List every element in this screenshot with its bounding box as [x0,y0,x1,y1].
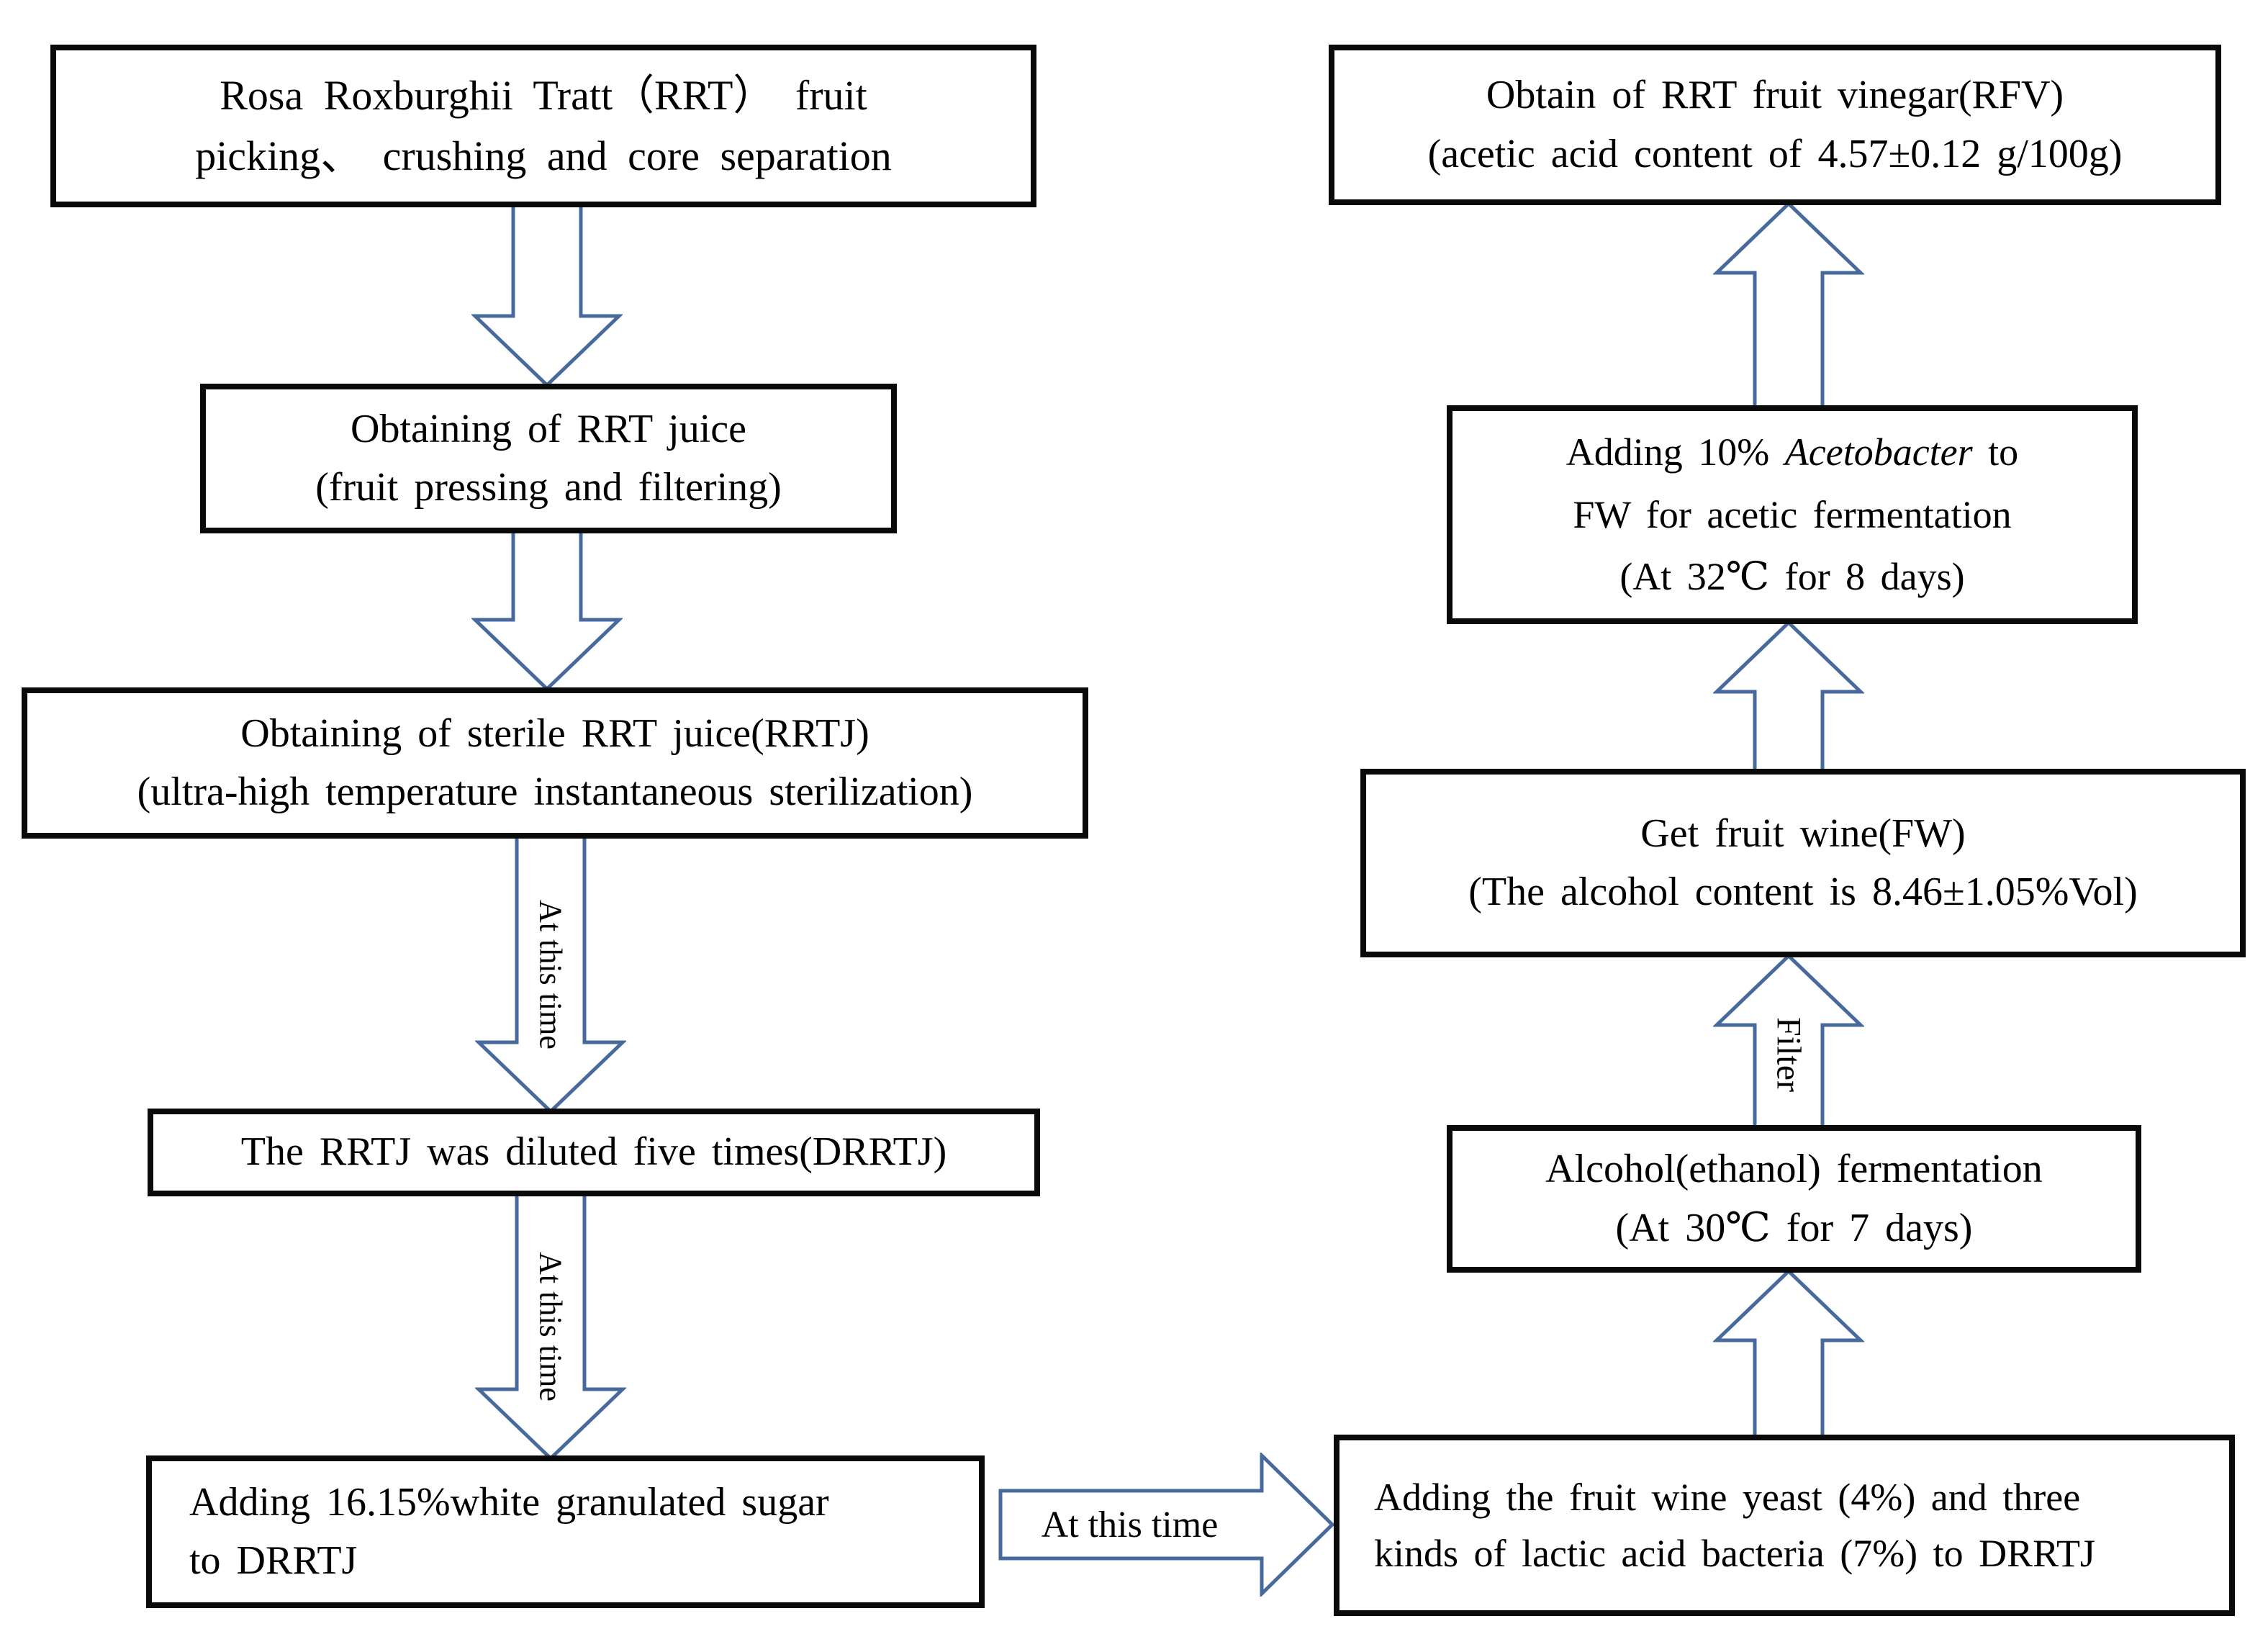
box-line: Rosa Roxburghii Tratt（RRT） fruit [220,71,867,119]
box-line: Obtain of RRT fruit vinegar(RFV) [1486,73,2064,118]
flow-arrow-down-at-this-time-icon: At this time [475,1192,626,1461]
box-line: Obtaining of sterile RRT juice(RRTJ) [240,710,869,756]
box-line: The RRTJ was diluted five times(DRRTJ) [240,1129,947,1175]
box-rrt-fruit-picking: Rosa Roxburghii Tratt（RRT） fruit picking… [50,45,1036,207]
flow-arrow-up-filter-icon: Filter [1713,953,1864,1129]
box-line: (ultra-high temperature instantaneous st… [137,769,973,814]
box-acetic-fermentation: Adding 10% Acetobacter to FW for acetic … [1447,405,2138,624]
box-line: Adding 10% Acetobacter to [1566,421,2018,483]
box-adding-sugar: Adding 16.15%white granulated sugar to D… [146,1455,985,1608]
box-line-text: to [1972,430,2019,474]
arrow-label-at-this-time: At this time [1041,1504,1219,1545]
box-fruit-wine: Get fruit wine(FW) (The alcohol content … [1360,769,2246,957]
box-line: (The alcohol content is 8.46±1.05%Vol) [1468,870,2138,914]
box-diluted-rrtj: The RRTJ was diluted five times(DRRTJ) [148,1109,1040,1196]
box-line: (fruit pressing and filtering) [315,465,782,510]
flow-arrow-up-icon [1713,620,1864,773]
arrow-label-filter: Filter [1769,1016,1808,1092]
box-line: Obtaining of RRT juice [351,406,746,451]
box-line: FW for acetic fermentation [1573,492,2012,536]
arrow-label-at-this-time: At this time [533,1252,569,1401]
box-line: to DRRTJ [189,1538,358,1583]
box-alcohol-fermentation: Alcohol(ethanol) fermentation (At 30℃ fo… [1447,1125,2141,1273]
box-line: picking、 crushing and core separation [195,132,892,179]
flow-arrow-down-icon [471,529,623,692]
box-line: Adding the fruit wine yeast (4%) and thr… [1374,1475,2081,1519]
flow-arrow-right-at-this-time-icon: At this time [998,1453,1337,1597]
box-sterile-rrt-juice: Obtaining of sterile RRT juice(RRTJ) (ul… [22,687,1088,839]
flow-arrow-down-icon [471,203,623,388]
box-line: (At 32℃ for 8 days) [1619,555,1965,599]
acetobacter-italic-text: Acetobacter [1784,430,1973,474]
arrow-label-at-this-time: At this time [533,899,569,1050]
box-line: Adding 16.15%white granulated sugar [189,1479,829,1525]
box-line-text: Adding 10% [1566,430,1785,474]
box-line: Get fruit wine(FW) [1640,811,1966,856]
box-line: (At 30℃ for 7 days) [1615,1205,1973,1250]
flow-arrow-up-icon [1713,201,1864,410]
box-line: (acetic acid content of 4.57±0.12 g/100g… [1427,131,2123,176]
box-rrt-fruit-vinegar: Obtain of RRT fruit vinegar(RFV) (acetic… [1329,45,2221,205]
box-rrt-juice: Obtaining of RRT juice (fruit pressing a… [200,384,897,533]
box-line: kinds of lactic acid bacteria (7%) to DR… [1374,1532,2095,1575]
flow-arrow-up-icon [1713,1268,1864,1439]
box-adding-yeast-bacteria: Adding the fruit wine yeast (4%) and thr… [1334,1435,2235,1616]
box-line: Alcohol(ethanol) fermentation [1545,1147,2043,1192]
flow-arrow-down-at-this-time-icon: At this time [475,834,626,1114]
